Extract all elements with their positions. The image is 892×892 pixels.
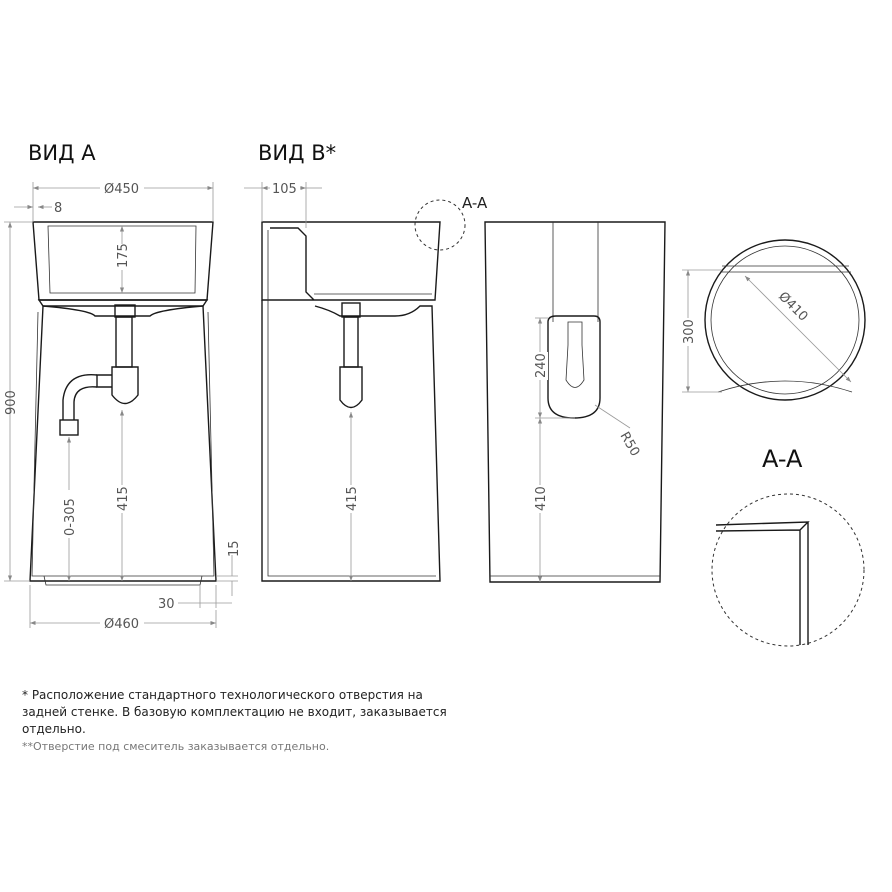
section-title: A-A bbox=[762, 445, 803, 473]
view-b-title: ВИД В* bbox=[258, 141, 336, 165]
top-view: Ø410 300 bbox=[680, 239, 866, 401]
back-view: A-A 240 410 R50 bbox=[414, 194, 666, 583]
view-a: ВИД А Ø450 8 900 175 415 0-30 bbox=[4, 141, 242, 632]
basin-bowl bbox=[47, 225, 197, 294]
view-a-title: ВИД А bbox=[28, 141, 96, 165]
dim-back-offset: 105 bbox=[272, 182, 297, 197]
pedestal-body bbox=[29, 305, 217, 582]
dim-base-inset: 30 bbox=[158, 597, 175, 612]
dim-bowl-depth: 175 bbox=[116, 243, 131, 268]
service-cutout bbox=[547, 315, 601, 419]
note-mixer-hole: **Отверстие под смеситель заказывается о… bbox=[22, 740, 330, 753]
dim-cutout-bottom: 410 bbox=[534, 486, 549, 511]
siphon bbox=[59, 304, 139, 436]
dim-depth: 300 bbox=[682, 319, 697, 344]
section-marker-label: A-A bbox=[462, 194, 488, 212]
note-technical-opening: * Расположение стандартного технологичес… bbox=[22, 688, 447, 736]
dim-wall: 8 bbox=[54, 201, 62, 216]
dim-height: 900 bbox=[4, 390, 19, 415]
dim-diameter: Ø410 bbox=[775, 289, 810, 324]
dim-cutout-height: 240 bbox=[534, 353, 549, 378]
dim-width-top: Ø450 bbox=[104, 182, 139, 197]
dim-drain-height-b: 415 bbox=[345, 486, 360, 511]
dim-width-bottom: Ø460 bbox=[104, 617, 139, 632]
siphon-side bbox=[339, 302, 363, 409]
section-marker-circle bbox=[414, 199, 466, 251]
section-a-a: A-A bbox=[711, 445, 865, 647]
back-outline bbox=[484, 221, 666, 583]
dim-base-height: 15 bbox=[227, 540, 242, 557]
pedestal-side bbox=[261, 300, 441, 582]
view-b: ВИД В* 105 415 bbox=[244, 141, 441, 582]
basin-side bbox=[261, 221, 441, 301]
dim-radius: R50 bbox=[617, 430, 643, 460]
dim-outlet-range: 0-305 bbox=[63, 498, 78, 536]
dim-drain-height: 415 bbox=[116, 486, 131, 511]
